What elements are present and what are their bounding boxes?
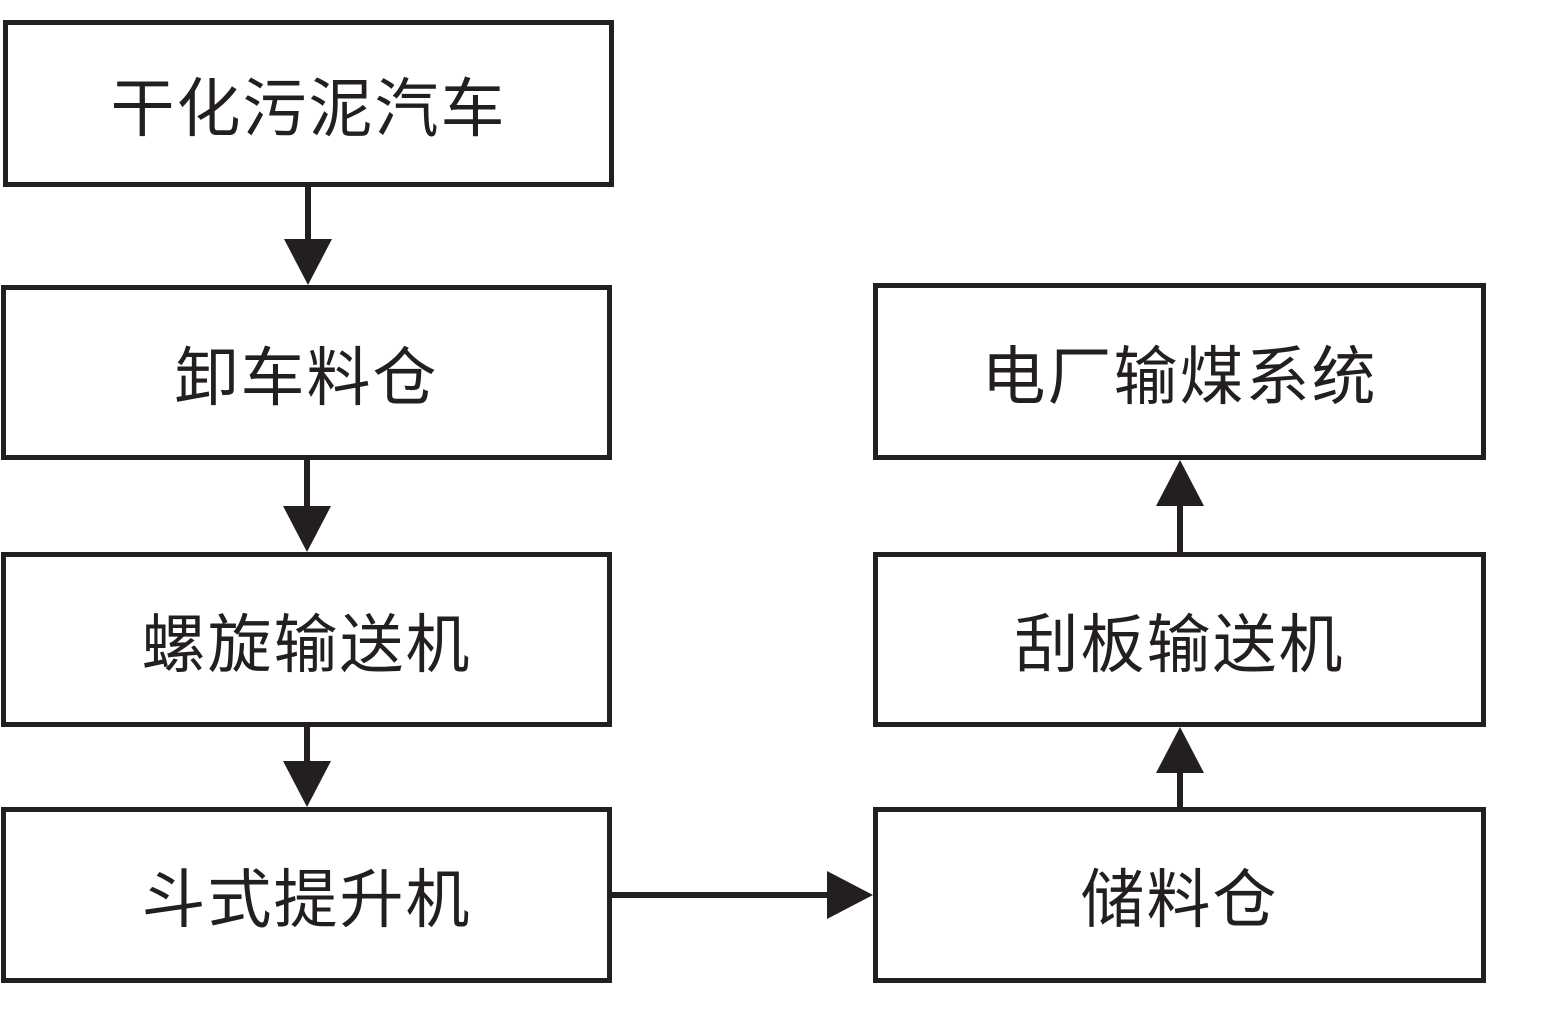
node-storage-silo: 储料仓 [873,807,1486,983]
node-scraper-conveyor: 刮板输送机 [873,552,1486,727]
node-label: 干化污泥汽车 [110,72,507,147]
arrowhead-5 [1156,727,1204,773]
node-bucket-elevator: 斗式提升机 [1,807,612,983]
arrowhead-4 [827,871,873,919]
node-label: 刮板输送机 [1014,608,1345,683]
node-label: 斗式提升机 [141,864,472,938]
node-coal-handling-system: 电厂输煤系统 [873,283,1486,460]
node-unloading-hopper: 卸车料仓 [1,285,612,460]
arrowhead-3 [283,761,331,807]
node-screw-conveyor: 螺旋输送机 [1,552,612,727]
node-label: 储料仓 [1080,864,1279,938]
node-dried-sludge-truck: 干化污泥汽车 [3,20,614,187]
arrowhead-6 [1156,460,1204,506]
node-label: 卸车料仓 [174,341,439,416]
node-label: 电厂输煤系统 [981,340,1378,415]
arrowhead-1 [284,239,332,285]
node-label: 螺旋输送机 [141,608,472,683]
arrowhead-2 [283,506,331,552]
